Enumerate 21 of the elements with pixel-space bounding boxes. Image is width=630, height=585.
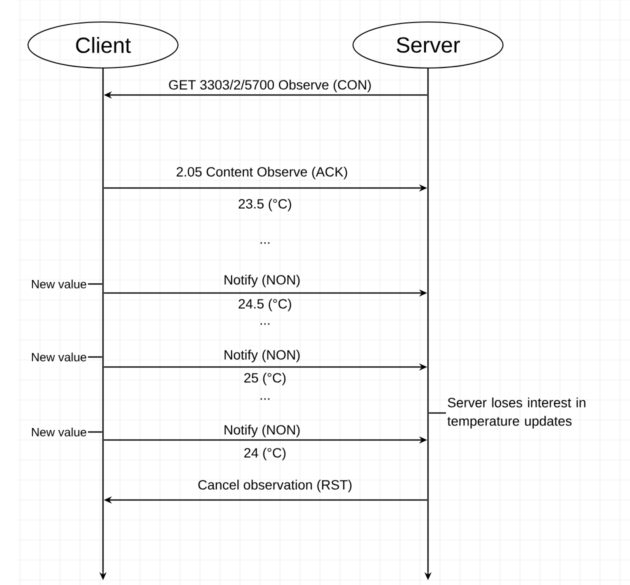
value-label: 23.5 (°C) [238,198,292,212]
edge-label: GET 3303/2/5700 Observe (CON) [169,80,371,92]
note-text: New value [32,280,86,288]
value-label: 24.5 (°C) [238,298,292,312]
note-text: Server loses interest in temperature updates [447,398,586,428]
edge-label: Notify (NON) [224,274,300,288]
edge-label: Notify (NON) [224,424,300,438]
connector-line [88,283,102,285]
edge-label: Notify (NON) [224,350,300,362]
value-label: 25 (°C) [244,372,286,386]
connector-line [88,431,102,433]
edge-label: 2.05 Content Observe (ACK) [176,166,348,180]
value-label: ... [260,323,270,325]
value-label: ... [260,398,270,400]
note-text: New value [32,352,86,362]
value-label: ... [260,242,270,244]
value-label: 24 (°C) [244,448,286,460]
edge-label: Cancel observation (RST) [198,480,352,492]
connector-line [88,356,102,358]
connector-line [428,412,446,414]
note-text: New value [32,428,86,436]
